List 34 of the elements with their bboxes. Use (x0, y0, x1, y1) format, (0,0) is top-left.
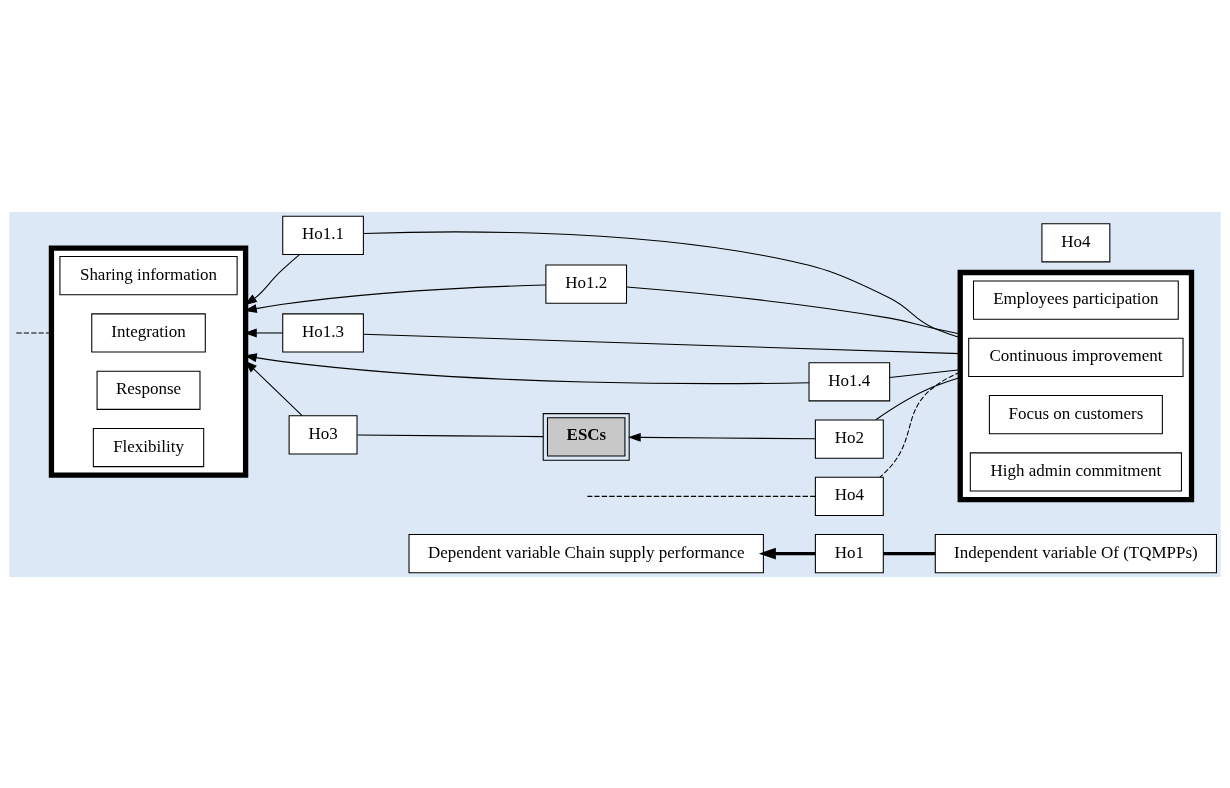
node-box: Flexibility (92, 427, 205, 467)
node-box: Sharing information (59, 255, 238, 295)
connector (363, 230, 961, 338)
node-box: Ho4 (1041, 222, 1111, 262)
connector (586, 495, 816, 497)
cluster (48, 244, 249, 478)
node-box: Ho1 (814, 533, 884, 573)
node-box: Focus on customers (988, 394, 1163, 434)
connector (889, 368, 961, 378)
node-box: Dependent variable Chain supply performance (408, 533, 764, 573)
node-box: Integration (91, 312, 206, 353)
node-box: ESCs (542, 412, 630, 461)
connector (362, 333, 961, 354)
connector (883, 551, 936, 555)
node-box: Ho3 (288, 414, 358, 454)
connector (13, 331, 52, 333)
node-box: Ho4 (814, 476, 884, 516)
connector (356, 434, 544, 437)
node-box: Ho1.3 (282, 312, 364, 353)
connector (626, 286, 961, 335)
node-box: Continuous improvement (968, 337, 1184, 377)
node-box: Ho1.4 (808, 361, 891, 401)
connector (875, 376, 961, 420)
arrow (627, 432, 816, 442)
connector (879, 371, 961, 478)
node-box: Independent variable Of (TQMPPs) (934, 533, 1217, 573)
node-box: Ho1.1 (282, 215, 364, 255)
cluster (957, 269, 1195, 502)
node-box: High admin commitment (969, 451, 1182, 492)
arrow (758, 547, 816, 560)
node-box: Ho1.2 (545, 264, 628, 304)
node-box: Ho2 (814, 418, 884, 459)
node-box: Employees participation (972, 279, 1179, 320)
node-box: Response (96, 370, 201, 410)
